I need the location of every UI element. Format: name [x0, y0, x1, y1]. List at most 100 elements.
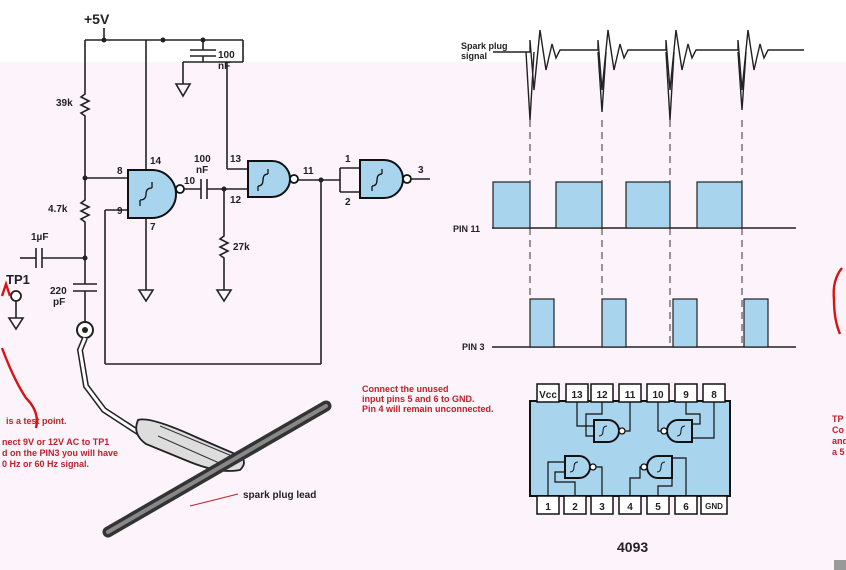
ic-pin-10: 10: [652, 390, 664, 401]
cap-top-unit: nF: [218, 61, 230, 72]
pin11-pulse: [555, 181, 603, 229]
left-note-line: 0 Hz or 60 Hz signal.: [2, 459, 89, 469]
ic-pin-gnd: GND: [705, 502, 723, 511]
ic-pin-12: 12: [596, 390, 608, 401]
cap-220-unit: pF: [53, 297, 65, 308]
spark-spikes: [525, 51, 747, 121]
tp1-label: TP1: [6, 272, 30, 287]
inverter-bubble: [289, 174, 299, 184]
schmitt-icon: [139, 182, 153, 206]
ic-gate-icon: [593, 419, 620, 443]
left-note-line: d on the PIN3 you will have: [2, 448, 118, 458]
ic-gate-icon: [564, 455, 591, 479]
ic-gate-bubble: [640, 463, 648, 471]
ic-gate-bubble: [589, 463, 597, 471]
ground-icon: [174, 83, 192, 98]
nand-gate-1: [127, 169, 177, 219]
pin-12-label: 12: [230, 195, 242, 206]
ic-pin-6: 6: [683, 502, 689, 513]
ic-pin-4: 4: [627, 502, 633, 513]
resistor-4.7k: [79, 196, 91, 226]
cap-220-value: 220: [50, 286, 67, 297]
right-note-line: Co: [832, 425, 844, 435]
pin3-pulse: [743, 298, 769, 348]
spark-lead-label: spark plug lead: [243, 490, 316, 501]
ic-pin-9: 9: [683, 390, 689, 401]
inverter-bubble: [175, 184, 185, 194]
cap-mid-value: 100: [194, 154, 211, 165]
cap-mid-unit: nF: [196, 165, 208, 176]
alligator-clip: [135, 418, 245, 472]
inverter-bubble: [402, 174, 412, 184]
ic-gate-bubble: [660, 427, 668, 435]
ic-pin-3: 3: [599, 502, 605, 513]
probe-cable-inner: [78, 337, 151, 442]
ic-gate-icon: [666, 419, 693, 443]
ic-pin-13: 13: [571, 390, 583, 401]
ic-internal-wiring: [547, 402, 715, 496]
lead-connector-core: [82, 327, 88, 333]
ic-gate-icon: [646, 455, 673, 479]
ic-pin-vcc: Vcc: [539, 390, 557, 401]
ic-part-number: 4093: [617, 539, 648, 555]
unused-note-line: input pins 5 and 6 to GND.: [362, 394, 475, 404]
nand-gate-3: [359, 159, 404, 199]
rail-junction: [101, 37, 107, 43]
pin11-pulse: [625, 181, 671, 229]
left-note-line: nect 9V or 12V AC to TP1: [2, 437, 109, 447]
ground-icon: [215, 289, 233, 303]
unused-note-line: Connect the unused: [362, 384, 449, 394]
test-point-icon: [10, 290, 22, 302]
pin-14-label: 14: [150, 156, 162, 167]
resistor-39k: [79, 90, 91, 120]
pin-2-label: 2: [345, 197, 351, 208]
pin11-pulse: [492, 181, 531, 229]
nand-gate-2: [247, 160, 291, 198]
ic-pin-1: 1: [545, 502, 551, 513]
left-red-arrow: [0, 347, 39, 429]
right-red-arrow: [832, 267, 843, 335]
pin-11-label: 11: [303, 166, 314, 177]
supply-label: +5V: [84, 11, 110, 27]
ic-pin-2: 2: [572, 502, 578, 513]
ic-pin-11: 11: [625, 390, 636, 401]
left-note-line: is a test point.: [6, 416, 67, 426]
spark-signal-label: signal: [461, 51, 487, 61]
lead-pointer: [189, 493, 239, 507]
cap-top-value: 100: [218, 50, 235, 61]
right-note-line: TP: [832, 414, 844, 424]
spark-signal-label: Spark plug: [461, 41, 508, 51]
pin3-waveform-label: PIN 3: [462, 342, 485, 352]
pin11-pulse: [696, 181, 743, 229]
pin-8-label: 8: [117, 166, 123, 177]
clip-detail: [157, 425, 233, 467]
pin-9-label: 9: [117, 206, 123, 217]
pin3-pulse: [529, 298, 555, 348]
ground-icon: [137, 289, 155, 303]
pin-10-label: 10: [184, 176, 196, 187]
pin3-pulse: [601, 298, 627, 348]
ground-icon: [7, 317, 25, 331]
spark-plug-waveform: [493, 29, 804, 91]
pin-7-label: 7: [150, 222, 156, 233]
pin-1-label: 1: [345, 154, 351, 165]
pin11-waveform-label: PIN 11: [453, 224, 480, 234]
schmitt-icon: [257, 169, 269, 191]
right-note-line: and: [832, 436, 846, 446]
pin-13-label: 13: [230, 154, 242, 165]
ic-pin-5: 5: [655, 502, 661, 513]
unused-note-line: Pin 4 will remain unconnected.: [362, 404, 494, 414]
rail-junction: [160, 37, 166, 43]
r2-label: 4.7k: [48, 204, 68, 215]
r1-label: 39k: [56, 98, 73, 109]
pin-3-label: 3: [418, 165, 424, 176]
ic-bottom-pins: [536, 495, 728, 515]
right-note-line: a 5: [832, 447, 845, 457]
resistor-27k: [218, 232, 230, 262]
spark-plug-lead-highlight: [106, 404, 328, 534]
schmitt-icon: [371, 169, 383, 191]
ic-schmitt-icon: [569, 425, 686, 473]
pin3-pulse: [672, 298, 698, 348]
